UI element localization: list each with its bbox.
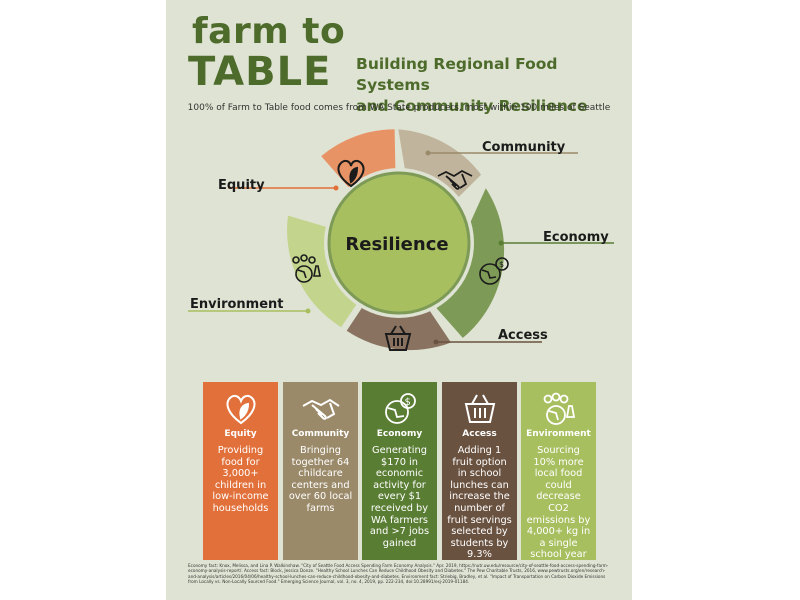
resilience-wheel: Resilience Equity Community Economy Acce…	[188, 129, 614, 351]
earth-emissions-icon	[292, 254, 321, 283]
heart-leaf-icon	[226, 394, 255, 425]
heart-leaf-icon	[337, 159, 365, 188]
wheel-label-environment: Environment	[190, 297, 284, 312]
community-card-title: Community	[291, 429, 350, 439]
access-card-title: Access	[462, 429, 497, 439]
wheel-label-community: Community	[482, 140, 566, 155]
wheel-segment-community	[398, 129, 482, 197]
svg-text:$: $	[499, 260, 504, 269]
community-leader-dot	[425, 150, 431, 156]
handshake-icon	[302, 398, 340, 420]
poster: farm to TABLE Building Regional Food Sys…	[166, 0, 632, 600]
community-card: Community Bringing together 64 childcare…	[283, 382, 358, 560]
globe-dollar-icon: $	[384, 393, 416, 424]
environment-card: Environment Sourcing 10% more local food…	[521, 382, 596, 560]
access-leader-dot	[433, 339, 439, 345]
equity-card: Equity Providing food for 3,000+ childre…	[203, 382, 278, 560]
access-card: Access Adding 1 fruit option in school l…	[442, 382, 517, 560]
center-label: Resilience	[345, 234, 448, 255]
wheel-label-economy: Economy	[543, 230, 609, 245]
subtitle-line-2: and Community Resilience	[356, 97, 588, 115]
economy-card-text: Generating $170 in economic activity for…	[369, 445, 430, 549]
wheel-label-equity: Equity	[218, 178, 265, 193]
footnote-citations: Economy fact: Knox, Melissa, and Lina P.…	[188, 563, 609, 585]
handshake-icon	[437, 169, 473, 190]
title-line-2: TABLE	[188, 49, 332, 95]
svg-text:$: $	[404, 397, 410, 408]
equity-card-title: Equity	[224, 429, 257, 439]
environment-leader-dot	[305, 308, 311, 314]
equity-card-text: Providing food for 3,000+ children in lo…	[212, 445, 269, 514]
center-circle	[327, 171, 471, 315]
globe-dollar-icon: $	[479, 257, 509, 285]
community-card-text: Bringing together 64 childcare centers a…	[288, 445, 353, 514]
title-line-1: farm to	[192, 11, 346, 52]
basket-icon	[384, 325, 412, 351]
economy-card: $ Economy Generating $170 in economic ac…	[362, 382, 437, 560]
earth-emissions-icon	[543, 392, 575, 425]
economy-leader-dot	[498, 240, 504, 246]
basket-icon	[464, 394, 495, 423]
equity-leader-dot	[333, 185, 339, 191]
tagline: 100% of Farm to Table food comes from WA…	[187, 103, 611, 113]
environment-card-title: Environment	[526, 429, 591, 439]
environment-card-text: Sourcing 10% more local food could decre…	[526, 445, 591, 561]
wheel-segment-environment	[287, 215, 360, 328]
economy-card-title: Economy	[376, 429, 423, 439]
subtitle: Building Regional Food Systems and Commu…	[356, 54, 626, 117]
access-card-text: Adding 1 fruit option in school lunches …	[447, 445, 512, 561]
subtitle-line-1: Building Regional Food Systems	[356, 55, 558, 94]
wheel-label-access: Access	[498, 328, 548, 343]
